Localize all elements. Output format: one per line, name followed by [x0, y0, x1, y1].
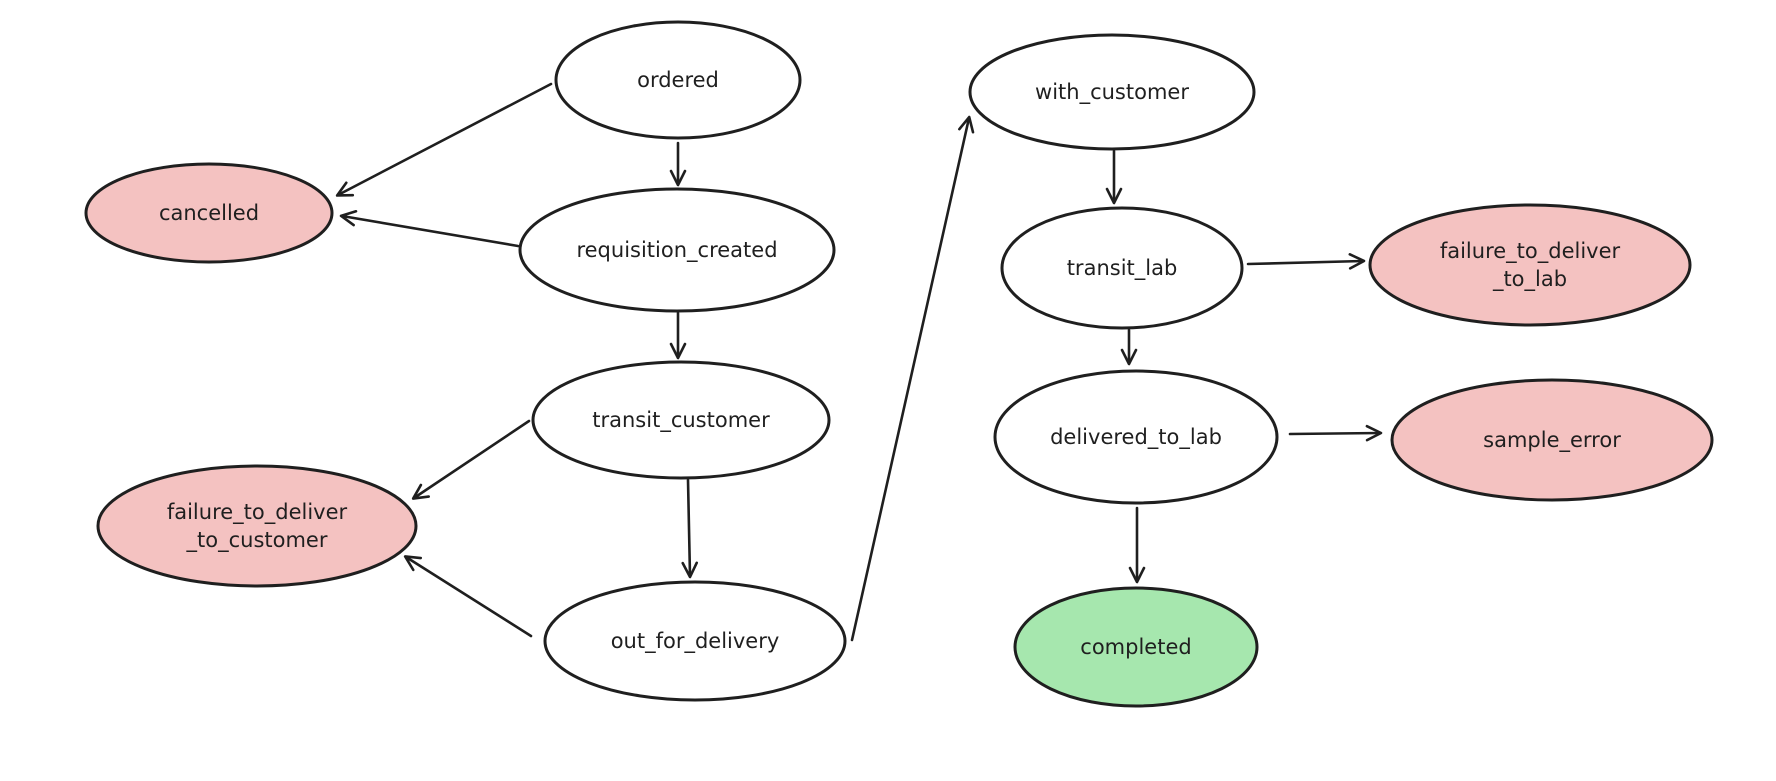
node-label-line: transit_lab: [1067, 256, 1178, 281]
node-label-line: completed: [1080, 635, 1191, 659]
state-node-out_for_delivery: out_for_delivery: [543, 580, 847, 702]
node-label-failure_to_deliver_to_customer: failure_to_deliver _to_customer: [167, 500, 348, 553]
node-label-out_for_delivery: out_for_delivery: [611, 629, 780, 654]
node-label-line: ordered: [637, 68, 719, 92]
node-label-transit_customer: transit_customer: [592, 408, 770, 433]
node-shape-failure_to_deliver_to_customer: [96, 464, 418, 588]
state-node-transit_customer: transit_customer: [531, 360, 831, 480]
edge-transit_customer-to-failure_to_deliver_to_customer: [411, 419, 531, 500]
node-shape-requisition_created: [518, 187, 836, 313]
edge-transit_customer-to-out_for_delivery: [681, 478, 699, 579]
node-label-delivered_to_lab: delivered_to_lab: [1050, 425, 1222, 450]
edge-out_for_delivery-to-failure_to_deliver_to_customer: [403, 555, 533, 638]
node-label-line: _to_customer: [186, 528, 328, 553]
node-label-line: requisition_created: [576, 238, 777, 263]
node-label-transit_lab: transit_lab: [1067, 256, 1178, 281]
node-shape-transit_lab: [1000, 206, 1244, 330]
node-shape-completed: [1013, 586, 1259, 708]
node-shape-transit_customer: [531, 360, 831, 480]
state-node-cancelled: cancelled: [84, 162, 334, 264]
node-label-ordered: ordered: [637, 68, 719, 92]
node-shape-out_for_delivery: [543, 580, 847, 702]
node-label-line: with_customer: [1035, 80, 1189, 105]
node-label-line: delivered_to_lab: [1050, 425, 1222, 450]
edge-transit_lab-to-failure_to_deliver_to_lab: [1246, 253, 1366, 270]
node-label-line: _to_lab: [1492, 267, 1567, 292]
node-label-line: transit_customer: [592, 408, 770, 433]
edges-layer: [335, 82, 1383, 642]
node-label-requisition_created: requisition_created: [576, 238, 777, 263]
state-node-transit_lab: transit_lab: [1000, 206, 1244, 330]
node-label-completed: completed: [1080, 635, 1191, 659]
node-label-failure_to_deliver_to_lab: failure_to_deliver _to_lab: [1440, 239, 1621, 292]
edge-delivered_to_lab-to-sample_error: [1288, 424, 1383, 442]
node-label-line: cancelled: [159, 201, 259, 225]
node-shape-cancelled: [84, 162, 334, 264]
edge-out_for_delivery-to-with_customer: [850, 115, 975, 642]
edge-requisition_created-to-cancelled: [339, 209, 520, 248]
node-label-line: failure_to_deliver: [1440, 239, 1621, 264]
node-label-line: out_for_delivery: [611, 629, 780, 654]
state-node-sample_error: sample_error: [1390, 378, 1714, 502]
node-label-line: failure_to_deliver: [167, 500, 348, 525]
node-shape-with_customer: [968, 33, 1256, 151]
nodes-layer: ordered cancelled requisition_createdtrans…: [84, 20, 1714, 708]
node-shape-delivered_to_lab: [993, 369, 1279, 505]
state-node-requisition_created: requisition_created: [518, 187, 836, 313]
edge-ordered-to-cancelled: [335, 82, 553, 197]
state-node-delivered_to_lab: delivered_to_lab: [993, 369, 1279, 505]
state-node-ordered: ordered: [554, 20, 802, 140]
state-node-completed: completed: [1013, 586, 1259, 708]
node-label-line: sample_error: [1483, 428, 1621, 453]
state-node-with_customer: with_customer: [968, 33, 1256, 151]
node-label-sample_error: sample_error: [1483, 428, 1621, 453]
node-shape-ordered: [554, 20, 802, 140]
node-shape-sample_error: [1390, 378, 1714, 502]
node-label-with_customer: with_customer: [1035, 80, 1189, 105]
node-label-cancelled: cancelled: [159, 201, 259, 225]
node-shape-failure_to_deliver_to_lab: [1368, 203, 1692, 327]
state-node-failure_to_deliver_to_customer: failure_to_deliver _to_customer: [96, 464, 418, 588]
state-node-failure_to_deliver_to_lab: failure_to_deliver _to_lab: [1368, 203, 1692, 327]
